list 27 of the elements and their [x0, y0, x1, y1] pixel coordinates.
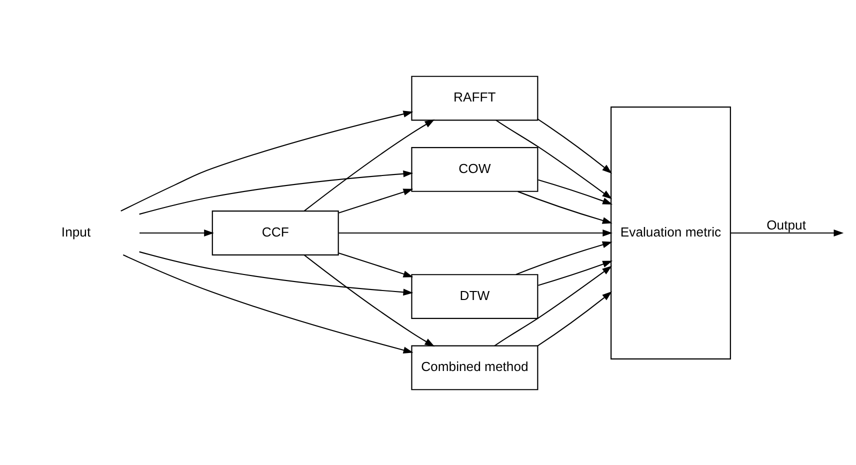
- node-box: RAFFT: [411, 75, 538, 120]
- arrow: [139, 250, 414, 296]
- node-box: DTW: [411, 274, 538, 318]
- arrow: [537, 118, 612, 174]
- arrow: [304, 118, 435, 211]
- arrow: [496, 119, 612, 199]
- arrow: [730, 229, 844, 236]
- arrow: [494, 265, 612, 346]
- arrow: [518, 190, 612, 224]
- arrow: [537, 290, 612, 346]
- node-text: Input: [61, 224, 91, 239]
- arrow: [139, 170, 414, 214]
- arrow: [122, 254, 414, 353]
- arrow: [304, 254, 435, 346]
- arrow: [516, 240, 612, 275]
- node-box: Evaluation metric: [610, 106, 731, 359]
- arrow: [140, 229, 214, 236]
- node-box: CCF: [212, 210, 339, 255]
- arrow: [338, 188, 414, 213]
- arrow: [538, 260, 613, 286]
- arrow: [538, 178, 613, 204]
- edge-label: Output: [766, 216, 806, 232]
- node-box: COW: [411, 146, 538, 192]
- arrow: [120, 110, 414, 212]
- arrow: [338, 252, 414, 277]
- arrow: [338, 229, 612, 236]
- node-box: Combined method: [411, 344, 538, 390]
